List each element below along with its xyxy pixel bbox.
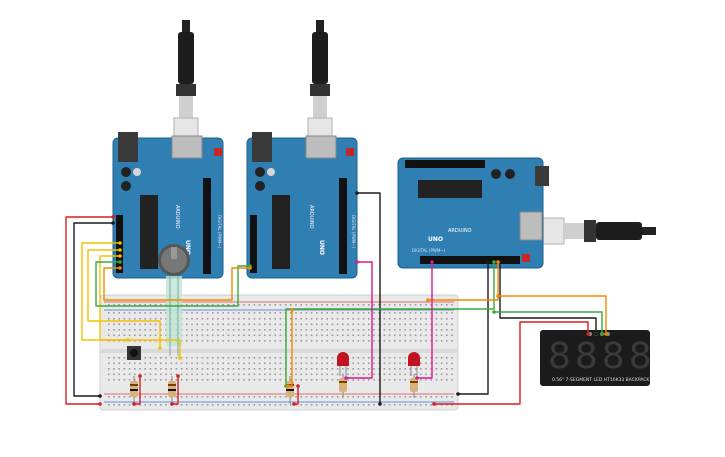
arduino-uno-1[interactable]: UNO ARDUINO DIGITAL (PWM~): [112, 132, 224, 279]
wire-endpoint: [492, 260, 496, 264]
wire-red: [172, 376, 179, 405]
board-header-label: DIGITAL (PWM~): [217, 215, 222, 249]
wire-endpoint: [292, 402, 296, 406]
wire-yellow: [87, 249, 161, 348]
wire-endpoint: [118, 248, 122, 252]
wire-green: [95, 261, 250, 307]
wire-endpoint: [290, 308, 294, 312]
arduino-uno-3[interactable]: UNO ARDUINO DIGITAL (PWM~): [397, 157, 549, 269]
wire-endpoint: [98, 394, 102, 398]
usb-cable-2: [307, 20, 333, 141]
board-header-label: DIGITAL (PWM~): [412, 248, 446, 253]
wire-endpoint: [432, 402, 436, 406]
wire-endpoint: [426, 298, 430, 302]
wire-endpoint: [111, 215, 115, 219]
arduino-uno-2[interactable]: UNO ARDUINO DIGITAL (PWM~): [246, 132, 358, 279]
wire-endpoint: [126, 338, 130, 342]
wire-endpoint: [248, 266, 252, 270]
wire-endpoint: [600, 332, 604, 336]
wire-black: [499, 262, 597, 334]
wire-yellow: [99, 255, 181, 358]
wire-endpoint: [456, 392, 460, 396]
wire-red: [434, 321, 589, 405]
wire-endpoint: [496, 260, 500, 264]
wire-red: [134, 376, 141, 405]
wire-endpoints: [98, 191, 608, 406]
wire-endpoint: [355, 260, 359, 264]
usb-cable-3: [541, 217, 656, 245]
wire-endpoint: [118, 241, 122, 245]
board-header-label: DIGITAL (PWM~): [351, 215, 356, 249]
wire-orange: [498, 295, 607, 334]
wire-endpoint: [486, 260, 490, 264]
wire-endpoint: [118, 266, 122, 270]
breadboard-holes: [108, 304, 453, 406]
display-caption: 0.56" 7-SEGMENT LED HT16K33 BACKPACK: [552, 377, 650, 383]
wire-endpoint: [594, 332, 598, 336]
wire-orange: [103, 267, 250, 301]
wire-endpoint: [118, 254, 122, 258]
led-red-2: [408, 352, 420, 376]
wire-endpoint: [604, 332, 608, 336]
wire-green: [494, 311, 603, 334]
wire-endpoint: [296, 384, 300, 388]
wire-endpoint: [158, 346, 162, 350]
wire-endpoint: [492, 310, 496, 314]
wire-endpoint: [178, 356, 182, 360]
wire-endpoint: [415, 376, 419, 380]
wire-endpoint: [286, 384, 290, 388]
wire-endpoint: [378, 402, 382, 406]
potentiometer[interactable]: [158, 244, 190, 356]
wire-endpoint: [586, 332, 590, 336]
wire-black: [73, 222, 113, 397]
board-model-label: UNO: [184, 240, 191, 255]
wire-endpoint: [98, 402, 102, 406]
display-digits: 8888: [548, 336, 656, 377]
wire-endpoint: [118, 260, 122, 264]
wire-magenta: [417, 262, 433, 379]
board-model-label: UNO: [318, 240, 325, 255]
led-red-1: [337, 352, 349, 376]
wire-endpoint: [430, 260, 434, 264]
wire-black: [458, 262, 489, 395]
resistor-1: [130, 376, 138, 404]
wire-endpoint: [132, 402, 136, 406]
wire-black: [357, 192, 381, 404]
usb-cable-1: [173, 20, 199, 141]
board-logo-label: ARDUINO: [308, 205, 314, 229]
board-model-label: UNO: [428, 236, 443, 243]
breadboard[interactable]: [99, 294, 459, 411]
wire-red: [65, 216, 113, 405]
wire-endpoint: [138, 374, 142, 378]
wire-green: [285, 262, 495, 386]
wires: [65, 192, 607, 405]
wire-endpoint: [176, 374, 180, 378]
wire-endpoint: [496, 294, 500, 298]
resistor-4: [339, 374, 347, 398]
resistor-2: [168, 376, 176, 404]
wire-endpoint: [170, 402, 174, 406]
board-logo-label: ARDUINO: [448, 228, 472, 234]
seven-segment-display[interactable]: 8888 0.56" 7-SEGMENT LED HT16K33 BACKPAC…: [540, 330, 656, 386]
board-logo-label: ARDUINO: [174, 205, 180, 229]
wire-magenta: [346, 261, 373, 379]
wire-orange: [428, 262, 499, 301]
wire-endpoint: [111, 221, 115, 225]
wire-endpoint: [355, 191, 359, 195]
resistor-5: [410, 374, 418, 398]
push-button[interactable]: [127, 346, 141, 360]
wire-endpoint: [344, 376, 348, 380]
